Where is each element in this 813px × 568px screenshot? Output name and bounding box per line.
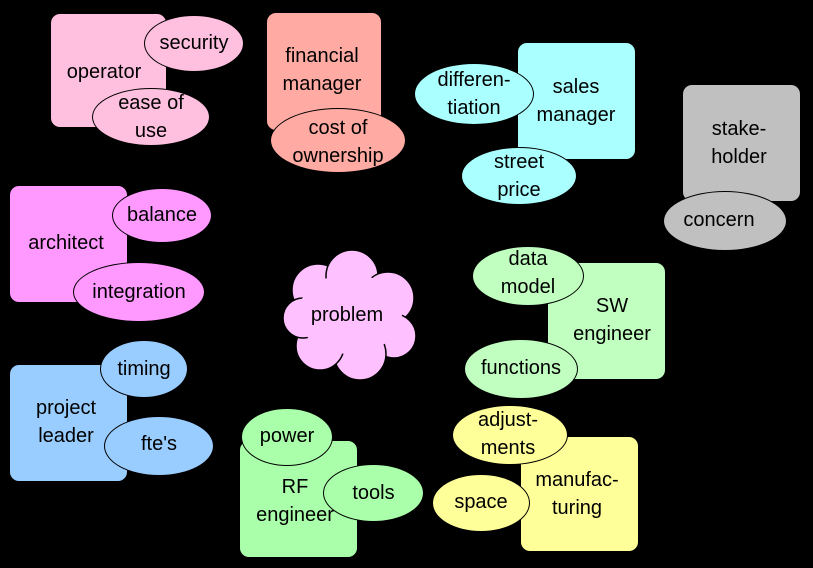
adjustments-label: adjust- ments [477,409,539,459]
arrow-balance [218,237,281,261]
differentiation-concern [414,63,534,125]
legend-concern [663,191,787,251]
power-label: power [259,425,315,447]
space-label: space [454,491,508,513]
street-price-concern [461,147,577,205]
data-model-label: data model [500,248,556,298]
arrow-security [212,81,313,236]
arrow-space [388,385,456,475]
ftes-concern [104,416,214,476]
street-price-label: street price [493,151,545,201]
arrow-integration [211,291,279,299]
arrow-timing [201,342,280,369]
arrow-street-price [395,207,470,260]
arrow-adjustments [397,358,457,415]
integration-concern [73,262,205,322]
ftes-label: fte's [140,433,178,455]
architect-label: architect [28,232,104,254]
financial-manager-label: financial manager [282,45,362,95]
cost-of-ownership-label: cost of ownership [292,117,384,167]
sw-engineer-label: SW engineer [573,295,651,345]
arrow-cost-of-ownership [336,223,338,246]
operator-label: operator [66,61,142,83]
sales-manager-label: sales manager [536,76,616,126]
manufacturing-label: manufac- turing [535,469,619,519]
security-concern [144,15,244,72]
tools-label: tools [352,482,395,504]
arrow-ftes [203,363,283,417]
arrow-tools [368,398,376,462]
timing-label: timing [117,358,171,380]
sales-manager-box [518,43,635,159]
balance-label: balance [126,204,198,226]
legend-concern-label: concern [683,209,755,231]
functions-concern [464,339,578,399]
problem-label: problem [310,304,384,326]
security-label: security [159,32,229,54]
data-model-concern [472,246,584,306]
adjustments-concern [452,405,568,465]
arrow-power [300,361,317,408]
legend-stakeholder-box [683,85,800,201]
power-concern [241,408,333,466]
ease-of-use-label: ease of use [118,92,184,142]
arrow-ease-of-use [202,148,300,236]
arrow-data-model [415,269,462,282]
legend-stakeholder-label: stake- holder [711,118,767,168]
rf-engineer-label: RF engineer [256,476,334,526]
integration-label: integration [92,281,186,303]
cost-of-ownership-concern [270,108,406,173]
functions-label: functions [480,357,562,379]
project-leader-label: project leader [35,397,97,447]
differentiation-label: differen- tiation [437,69,511,119]
space-concern [432,474,530,532]
ease-of-use-concern [92,88,210,146]
timing-concern [100,340,188,398]
arrow-differentiation [378,136,448,246]
balance-concern [112,188,212,243]
tools-concern [323,464,424,522]
arrow-functions [417,345,458,362]
